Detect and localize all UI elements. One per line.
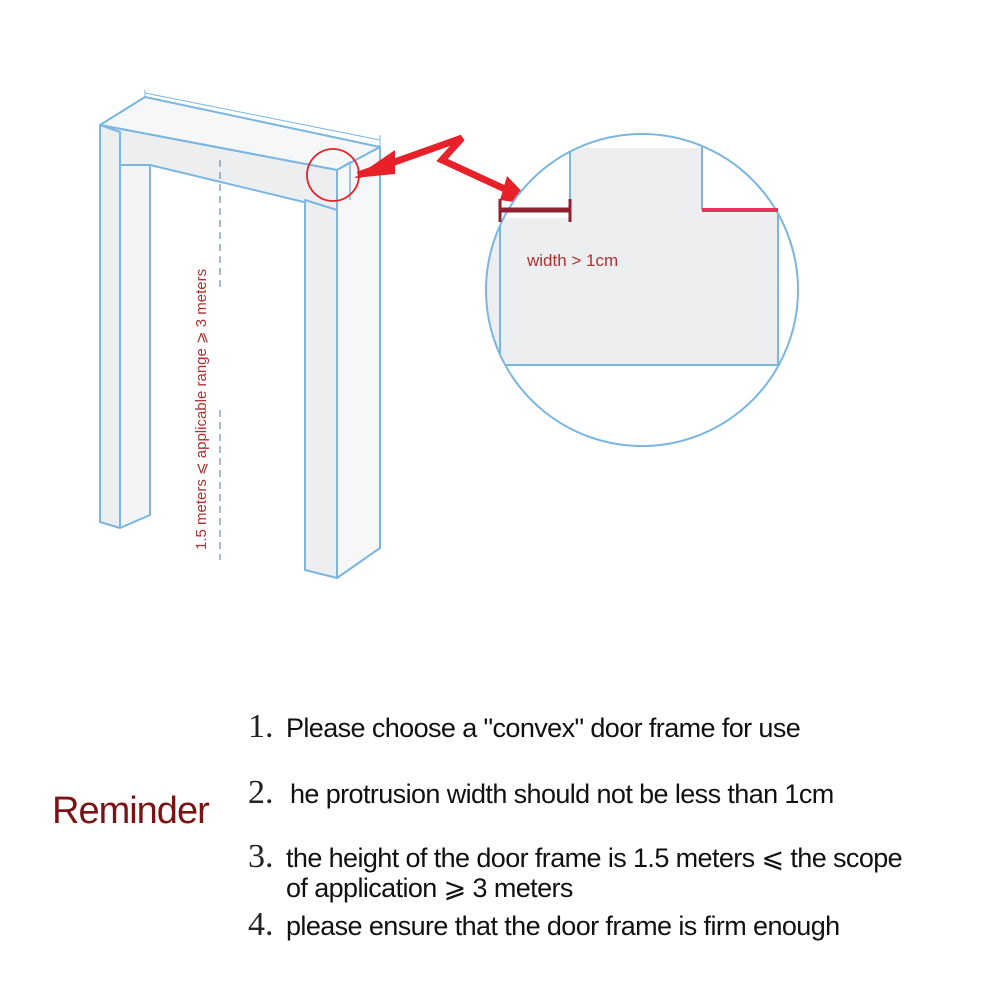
width-label: width > 1cm — [526, 251, 618, 270]
item-text: Please choose a "convex" door frame for … — [286, 713, 801, 743]
left-jamb-inner — [119, 164, 151, 529]
item-text: he protrusion width should not be less t… — [290, 779, 834, 809]
reminder-item-4: 4. please ensure that the door frame is … — [248, 906, 988, 944]
reminder-item-1: 1. Please choose a "convex" door frame f… — [248, 708, 988, 746]
height-range-label: 1.5 meters ⩽ applicable range ⩾ 3 meters — [193, 269, 210, 550]
item-number: 2. — [248, 774, 274, 811]
item-text-block: the height of the door frame is 1.5 mete… — [286, 843, 903, 903]
zoom-detail: width > 1cm — [485, 133, 799, 447]
item-number: 3. — [248, 838, 274, 875]
right-jamb-side — [336, 146, 381, 579]
item-text: please ensure that the door frame is fir… — [286, 911, 840, 941]
reminder-item-3: 3. the height of the door frame is 1.5 m… — [248, 838, 988, 903]
protrusion-step — [336, 161, 351, 200]
reminder-item-2: 2. he protrusion width should not be les… — [248, 774, 988, 812]
item-number: 1. — [248, 708, 274, 745]
door-frame-diagram: 1.5 meters ⩽ applicable range ⩾ 3 meters — [99, 90, 799, 579]
zoom-arrow — [354, 134, 535, 205]
left-jamb — [99, 124, 121, 529]
item-text-continued: of application ⩾ 3 meters — [286, 873, 573, 903]
door-frame — [99, 90, 381, 579]
item-text: the height of the door frame is 1.5 mete… — [286, 843, 903, 873]
right-jamb — [304, 199, 338, 579]
item-number: 4. — [248, 906, 274, 943]
reminder-title: Reminder — [52, 790, 210, 832]
width-measure-bar — [498, 199, 572, 222]
zoom-circle-outline — [485, 133, 799, 447]
